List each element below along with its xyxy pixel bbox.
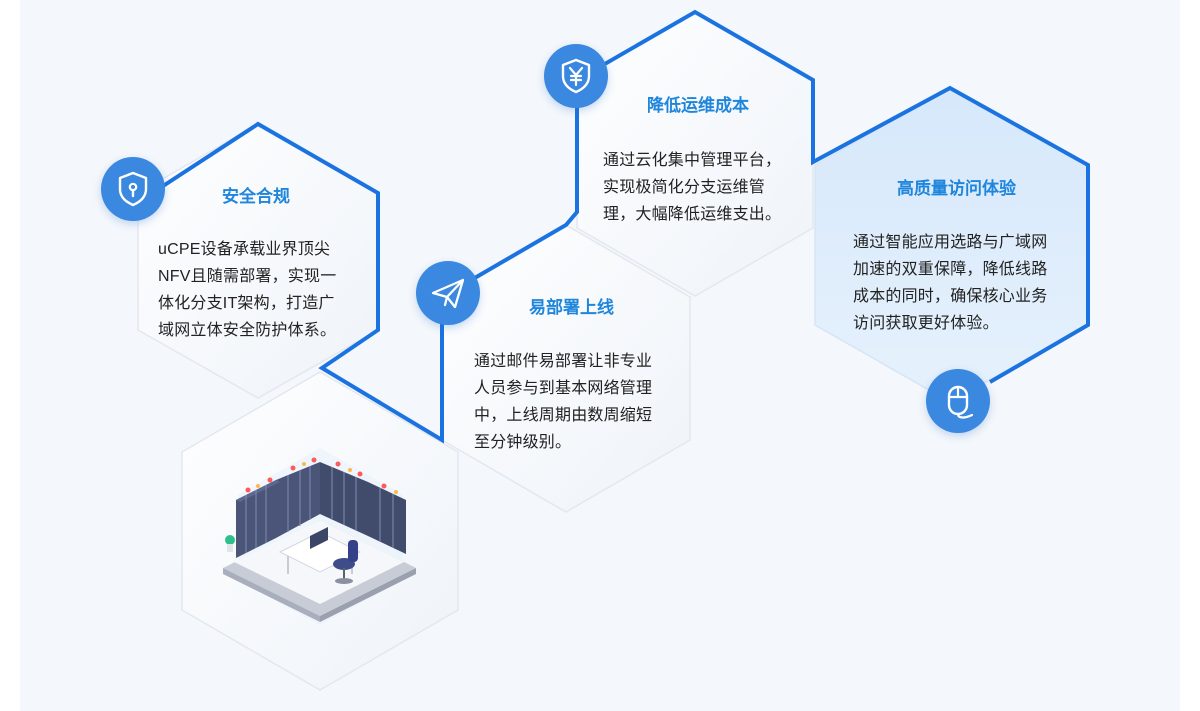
desc-experience: 通过智能应用选路与广域网 加速的双重保障，降低线路 成本的同时，确保核心业务 访… bbox=[853, 234, 1048, 332]
mouse-icon bbox=[926, 369, 990, 433]
desc-security: uCPE设备承载业界顶尖 NFV且随需部署，实现一 体化分支IT架构，打造广 域… bbox=[158, 241, 337, 339]
title-experience: 高质量访问体验 bbox=[897, 179, 1016, 198]
server-room-illustration bbox=[223, 448, 416, 625]
connector-line bbox=[158, 9, 1090, 444]
shield-lock-icon bbox=[101, 157, 165, 221]
desc-deploy: 通过邮件易部署让非专业 人员参与到基本网络管理 中，上线周期由数周缩短 至分钟级… bbox=[474, 353, 653, 451]
desc-cost: 通过云化集中管理平台， 实现极简化分支运维管 理，大幅降低运维支出。 bbox=[603, 152, 782, 223]
title-cost: 降低运维成本 bbox=[647, 96, 749, 115]
paper-plane-icon bbox=[416, 261, 480, 325]
yen-shield-icon bbox=[544, 44, 608, 108]
title-deploy: 易部署上线 bbox=[529, 298, 614, 317]
title-security: 安全合规 bbox=[222, 187, 290, 206]
